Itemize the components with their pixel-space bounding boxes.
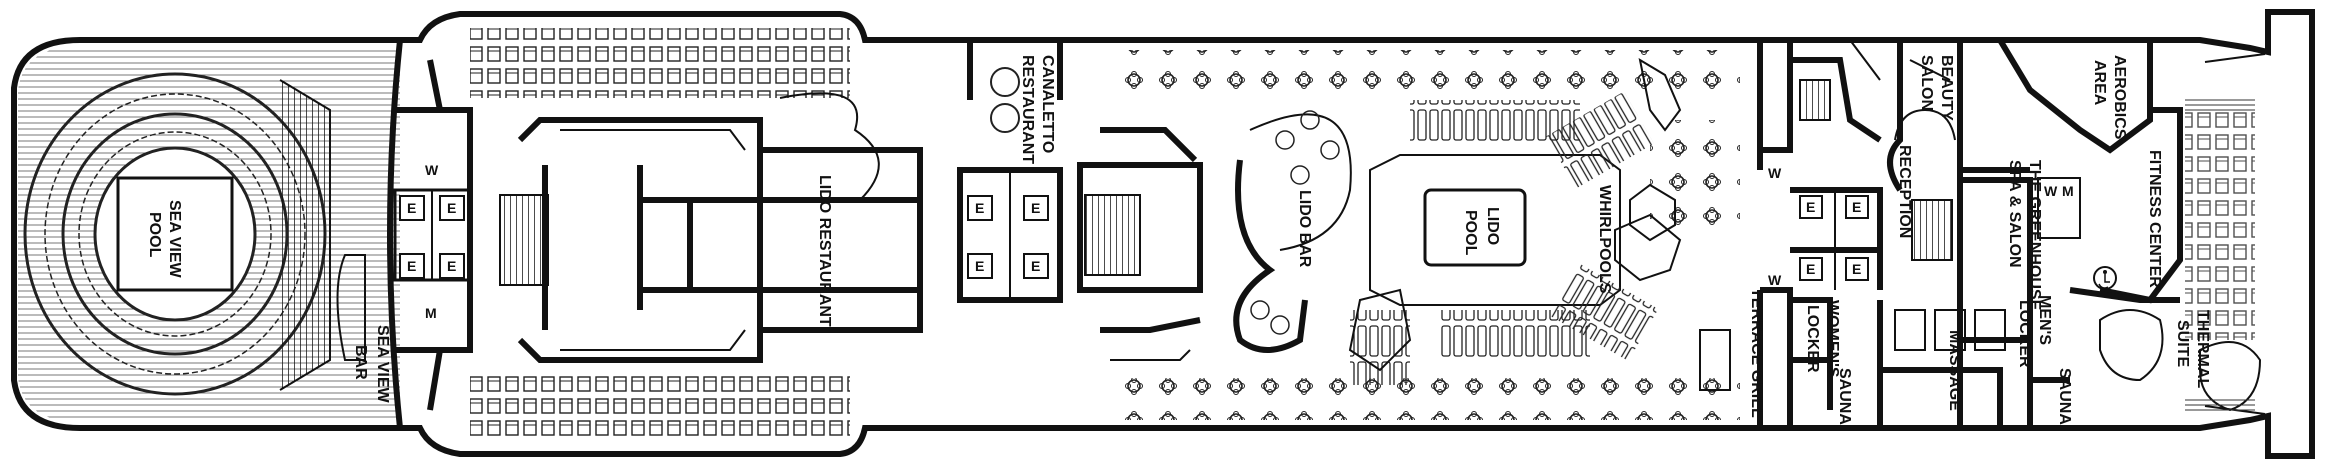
fitness-center: FITNESS CENTER <box>2099 107 2255 340</box>
sauna-right-label: SAUNA <box>2056 368 2073 425</box>
hull-outline <box>11 9 2315 459</box>
reception-label: RECEPTION <box>1896 145 1913 238</box>
terrace-grill-label: TERRACE GRILL <box>1748 288 1765 418</box>
aft-core <box>393 59 473 411</box>
aerobics-label-2: AREA <box>2091 60 2108 106</box>
restroom-marker-w[interactable]: W <box>2044 183 2058 199</box>
spa-lower-rooms <box>1790 287 2262 428</box>
whirlpools-label: WHIRLPOOLS <box>1596 185 1613 294</box>
elevator-marker: E <box>1806 199 1815 215</box>
beauty-salon-label-2: SALON <box>1918 55 1935 111</box>
elevator-marker: E <box>975 200 984 216</box>
sea-view-pool-label-1: SEA VIEW <box>166 200 183 279</box>
elevator-marker: E <box>407 200 416 216</box>
elevator-bank-mid[interactable]: E E E E <box>967 195 1049 279</box>
sea-view-bar-label-2: BAR <box>352 345 369 380</box>
womens-locker-label-1: WOMEN'S <box>1824 300 1841 378</box>
deck-planters-top <box>1120 50 1740 100</box>
aerobics-area: AEROBICS AREA <box>1997 38 2153 154</box>
womens-locker-label-2: LOCKER <box>1804 305 1821 373</box>
sauna-left-label: SAUNA <box>1836 368 1853 425</box>
fitness-center-label: FITNESS CENTER <box>2146 150 2163 288</box>
elevator-marker: E <box>1031 200 1040 216</box>
beauty-salon: BEAUTY SALON <box>1790 39 1955 143</box>
sea-view-bar-label-1: SEA VIEW <box>374 325 391 404</box>
greenhouse-label-2: SPA & SALON <box>2006 160 2023 268</box>
elevator-marker: E <box>975 258 984 274</box>
reception: RECEPTION <box>1894 108 1956 238</box>
deck-planters-bottom <box>1120 378 1740 420</box>
greenhouse-label-1: THE GREENHOUSE <box>2026 160 2043 311</box>
thermal-suite-label-2: SUITE <box>2174 320 2191 367</box>
greenhouse-spa: THE GREENHOUSE SPA & SALON <box>1957 40 2043 311</box>
restroom-marker-w[interactable]: W <box>425 162 439 178</box>
deck-planters-right-top <box>1650 120 1740 230</box>
lido-pool <box>1423 188 1527 267</box>
lido-bar: LIDO BAR <box>1233 110 1352 353</box>
mens-locker-label-1: MEN'S <box>2036 295 2053 345</box>
lido-pool-label-1: LIDO <box>1484 207 1501 245</box>
restroom-marker-m[interactable]: M <box>425 305 437 321</box>
elevator-bank-aft[interactable]: E E E E <box>399 195 465 279</box>
spa-forward-core <box>1760 40 2033 428</box>
elevator-bank-forward[interactable]: E E E E <box>1799 195 1869 281</box>
elevator-marker: E <box>1852 261 1861 277</box>
elevator-marker: E <box>407 258 416 274</box>
elevator-marker: E <box>447 200 456 216</box>
canaletto-label-2: RESTAURANT <box>1019 55 1036 164</box>
whirlpools: WHIRLPOOLS <box>1546 57 1682 361</box>
restroom-marker-w[interactable]: W <box>1768 272 1782 288</box>
lido-restaurant: LIDO RESTAURANT <box>499 117 923 363</box>
elevator-marker: E <box>1806 261 1815 277</box>
thermal-suite-label-1: THERMAL <box>2194 310 2211 388</box>
aerobics-label-1: AEROBICS <box>2111 55 2128 140</box>
sea-view-pool-label-2: POOL <box>146 212 163 258</box>
sea-view-pool <box>116 176 234 292</box>
elevator-marker: E <box>1031 258 1040 274</box>
mens-locker-label-2: LOCKER <box>2016 300 2033 368</box>
elevator-marker: E <box>447 258 456 274</box>
lido-pool-label-2: POOL <box>1462 210 1479 256</box>
lido-restaurant-label: LIDO RESTAURANT <box>816 175 833 327</box>
restroom-marker-w[interactable]: W <box>1768 165 1782 181</box>
massage-label: MASSAGE <box>1946 330 1963 411</box>
wheelchair-access-icon <box>2093 266 2117 290</box>
lido-bar-label: LIDO BAR <box>1296 190 1313 268</box>
beauty-salon-label-1: BEAUTY <box>1938 55 1955 121</box>
bow-stripes <box>2185 99 2255 411</box>
canaletto-restaurant: CANALETTO RESTAURANT <box>967 40 1063 164</box>
mid-core <box>957 127 1203 361</box>
restroom-marker-m[interactable]: M <box>2062 183 2074 199</box>
lido-restaurant-seating <box>470 28 880 442</box>
sea-view-bar: SEA VIEW BAR <box>336 39 403 429</box>
canaletto-label-1: CANALETTO <box>1039 55 1056 153</box>
elevator-marker: E <box>1852 199 1861 215</box>
